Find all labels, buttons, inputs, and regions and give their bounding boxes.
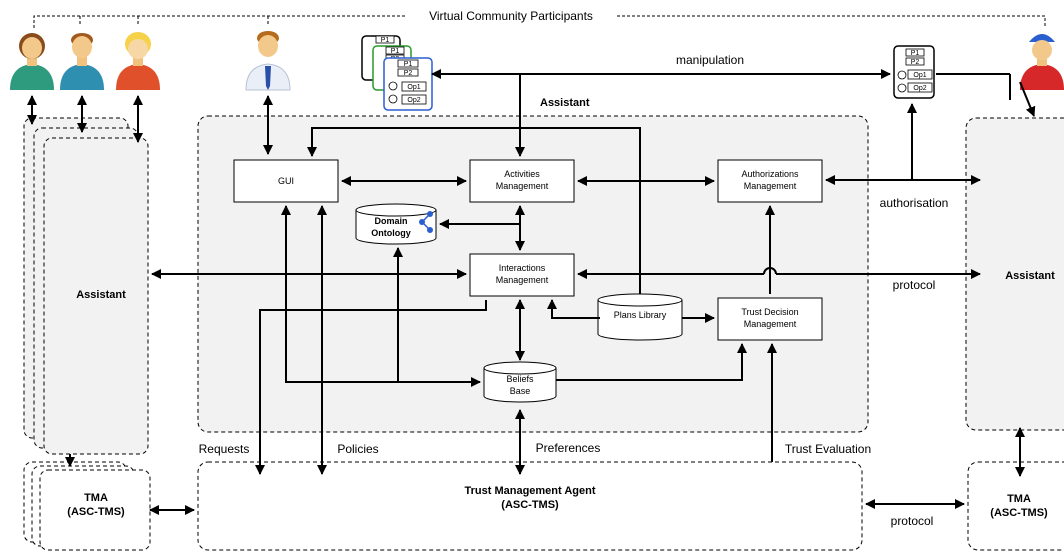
trust-decision-management-box: Trust Decision Management bbox=[717, 297, 823, 341]
trust-management-agent-panel bbox=[197, 461, 863, 551]
left-assistant-stack bbox=[23, 117, 149, 455]
plans-library-db: Plans Library bbox=[597, 293, 683, 341]
svg-text:(ASC-TMS): (ASC-TMS) bbox=[67, 506, 125, 518]
svg-text:P1: P1 bbox=[404, 61, 413, 68]
svg-text:Trust Management Agent: Trust Management Agent bbox=[465, 485, 596, 497]
trust-evaluation-label: Trust Evaluation bbox=[785, 442, 871, 456]
svg-text:Activities: Activities bbox=[504, 169, 540, 179]
header-bracket bbox=[33, 15, 1046, 28]
svg-text:Beliefs: Beliefs bbox=[506, 374, 534, 384]
svg-text:Plans Library: Plans Library bbox=[614, 310, 667, 320]
protocol-label-bottom: protocol bbox=[891, 514, 934, 528]
left-tma-stack bbox=[23, 461, 151, 551]
interactions-management-box: Interactions Management bbox=[469, 253, 575, 297]
authorizations-management-box: Authorizations Management bbox=[717, 159, 823, 203]
person-icon-2 bbox=[60, 33, 104, 90]
svg-text:P2: P2 bbox=[911, 59, 920, 66]
left-assistant-label: Assistant bbox=[76, 289, 126, 301]
beliefs-base-db: Beliefs Base bbox=[483, 361, 557, 403]
svg-text:Op1: Op1 bbox=[407, 84, 420, 91]
main-assistant-title: Assistant bbox=[540, 97, 590, 109]
right-assistant-label: Assistant bbox=[1005, 270, 1055, 282]
manipulation-label: manipulation bbox=[676, 53, 744, 67]
svg-text:Domain: Domain bbox=[374, 216, 407, 226]
svg-text:Management: Management bbox=[744, 181, 797, 191]
protocol-label-top: protocol bbox=[893, 278, 936, 292]
preferences-label: Preferences bbox=[536, 441, 601, 455]
svg-text:Management: Management bbox=[496, 275, 549, 285]
svg-text:Ontology: Ontology bbox=[371, 228, 411, 238]
gui-box: GUI bbox=[233, 159, 339, 203]
svg-text:P1: P1 bbox=[391, 48, 400, 55]
svg-text:Op2: Op2 bbox=[913, 85, 926, 92]
person-icon-3 bbox=[116, 32, 160, 90]
svg-text:P1: P1 bbox=[911, 50, 920, 57]
domain-ontology-db: Domain Ontology bbox=[355, 203, 437, 245]
svg-text:Base: Base bbox=[510, 386, 531, 396]
authorisation-label: authorisation bbox=[880, 196, 949, 210]
svg-text:P1: P1 bbox=[381, 37, 390, 44]
requests-label: Requests bbox=[199, 442, 250, 456]
svg-text:GUI: GUI bbox=[278, 176, 294, 186]
svg-text:Op1: Op1 bbox=[913, 72, 926, 79]
right-tma-panel bbox=[967, 461, 1064, 551]
svg-text:TMA: TMA bbox=[84, 492, 108, 504]
svg-text:TMA: TMA bbox=[1007, 493, 1031, 505]
policies-label: Policies bbox=[337, 442, 378, 456]
plan-cards-stack: P1 P1 P2 P1 P2 Op1 Op2 bbox=[361, 35, 433, 111]
activities-management-box: Activities Management bbox=[469, 159, 575, 203]
person-icon-5 bbox=[1020, 34, 1064, 90]
svg-text:Authorizations: Authorizations bbox=[741, 169, 799, 179]
connectors bbox=[27, 69, 1036, 515]
svg-text:Trust Decision: Trust Decision bbox=[741, 307, 798, 317]
svg-text:(ASC-TMS): (ASC-TMS) bbox=[501, 499, 559, 511]
svg-text:Management: Management bbox=[496, 181, 549, 191]
person-icon-4 bbox=[245, 31, 291, 91]
svg-text:(ASC-TMS): (ASC-TMS) bbox=[990, 507, 1048, 519]
svg-text:Op2: Op2 bbox=[407, 97, 420, 104]
svg-text:P2: P2 bbox=[404, 70, 413, 77]
svg-text:Interactions: Interactions bbox=[499, 263, 546, 273]
plan-card-right: P1 P2 Op1 Op2 bbox=[893, 45, 935, 99]
participants-title: Virtual Community Participants bbox=[429, 9, 593, 23]
person-icon-1 bbox=[10, 33, 54, 90]
svg-text:Management: Management bbox=[744, 319, 797, 329]
